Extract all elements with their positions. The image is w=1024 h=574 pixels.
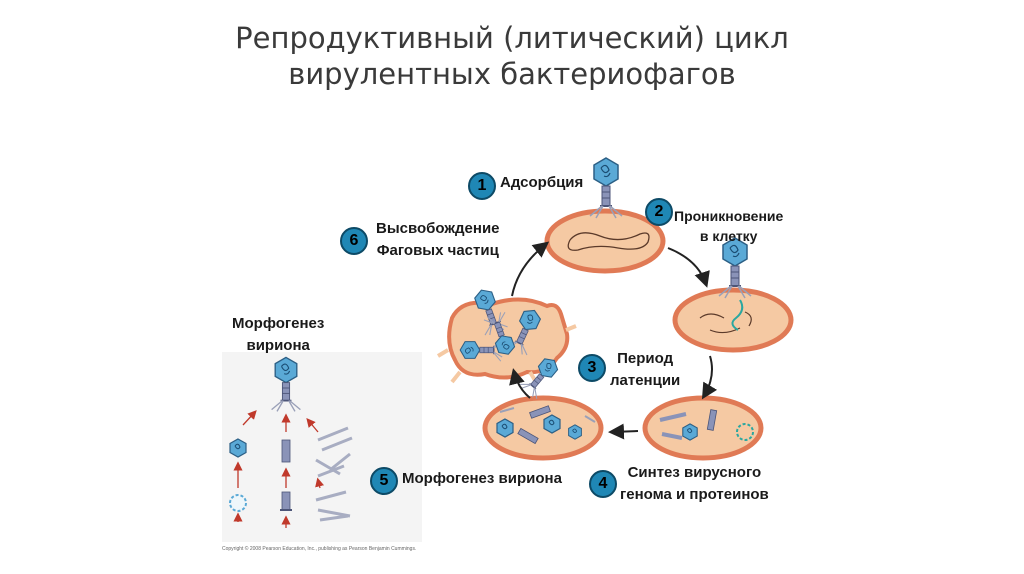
head-assembly-column (229, 410, 257, 522)
step-5-badge: 5 (370, 467, 398, 495)
step-6-label: Высвобождение Фаговых частиц (376, 218, 500, 262)
title-line-2: вирулентных бактериофагов (288, 57, 736, 91)
arrow-2-to-3 (701, 355, 718, 400)
step-4-label-line-1: Синтез вирусного (627, 464, 762, 481)
cell-adsorption (544, 157, 666, 274)
cycle-arrows (509, 241, 718, 440)
arrow-3-to-5 (608, 423, 639, 440)
step-5-label: Морфогенез вириона (402, 468, 562, 490)
step-4-badge: 4 (589, 470, 617, 498)
step-1-label: Адсорбция (500, 172, 583, 194)
step-5-label-line-1: Морфогенез вириона (402, 470, 562, 487)
copyright-notice: Copyright © 2008 Pearson Education, Inc.… (222, 546, 417, 552)
step-3-label-line-2: латенции (610, 372, 681, 389)
step-6-badge: 6 (340, 227, 368, 255)
step-6-label-line-1: Высвобождение (376, 220, 500, 237)
step-2-label: Проникновение в клетку (674, 206, 783, 246)
title-line-1: Репродуктивный (литический) цикл (235, 21, 789, 55)
step-2-label-line-2: в клетку (699, 228, 758, 244)
arrow-5-to-6 (509, 368, 531, 399)
step-3-label-line-1: Период (617, 350, 674, 367)
cell-assembly (482, 395, 604, 461)
step-2-label-line-1: Проникновение (674, 208, 784, 224)
inset-label-line-1: Морфогенез (232, 315, 325, 332)
inset-morphogenesis (222, 352, 422, 542)
step-1-badge: 1 (468, 172, 496, 200)
tail-fiber-column (306, 418, 353, 522)
step-1-label-line-1: Адсорбция (500, 174, 584, 191)
step-2-badge: 2 (645, 198, 673, 226)
page-title: Репродуктивный (литический) цикл вирулен… (0, 20, 1024, 92)
tail-assembly-column (280, 413, 292, 528)
inset-label-line-2: вириона (246, 337, 310, 354)
cell-synthesis (642, 395, 764, 461)
step-3-label: Период латенции (610, 348, 680, 392)
step-3-badge: 3 (578, 354, 606, 382)
step-4-label-line-2: генома и протеинов (620, 486, 769, 503)
cell-lysis (436, 285, 577, 401)
arrow-1-to-2 (667, 247, 710, 288)
inset-label: Морфогенез вириона (232, 313, 324, 357)
arrow-6-to-1 (511, 241, 550, 297)
cell-penetration (672, 237, 794, 353)
step-6-label-line-2: Фаговых частиц (376, 242, 499, 259)
step-4-label: Синтез вирусного генома и протеинов (620, 462, 769, 506)
